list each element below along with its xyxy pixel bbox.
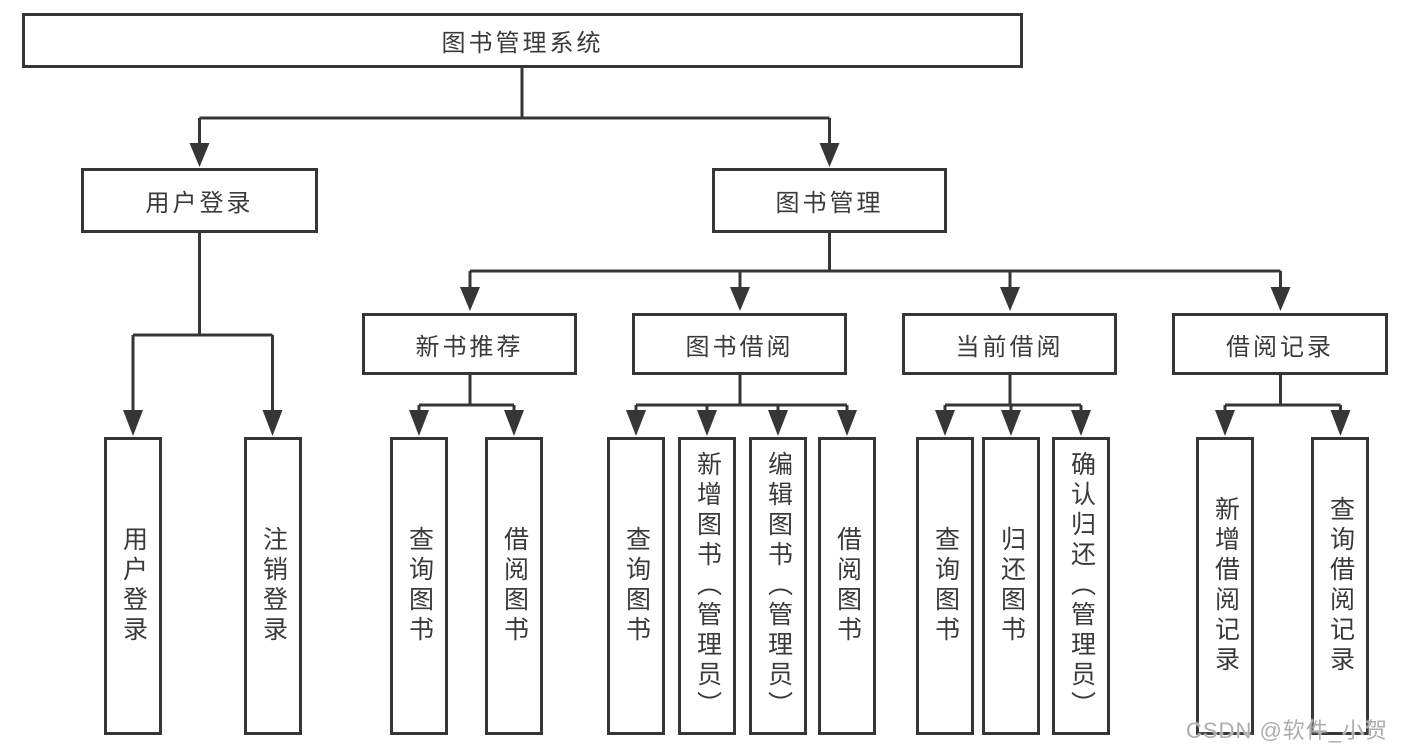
node-borrow-records: 借阅记录 [1172,313,1388,375]
node-current-borrow: 当前借阅 [902,313,1117,375]
leaf-return-book: 归还图书 [982,437,1040,735]
leaf-borrow-books-recommend: 借阅图书 [485,437,543,735]
leaf-add-borrow-record: 新增借阅记录 [1196,437,1254,735]
leaf-query-books-recommend: 查询图书 [390,437,448,735]
connector-recommend-branch [417,375,516,414]
node-new-book-recommend: 新书推荐 [362,313,577,375]
arrowheads-records-branch [1215,410,1351,436]
node-root: 图书管理系统 [22,13,1023,68]
leaf-add-book-admin: 新增图书（管理员） [678,437,736,735]
leaf-query-books-borrow: 查询图书 [607,437,665,735]
leaf-edit-book-admin: 编辑图书（管理员） [749,437,807,735]
leaf-query-borrow-record: 查询借阅记录 [1311,437,1369,735]
arrowheads-current-branch [935,410,1091,436]
leaf-confirm-return-admin: 确认归还（管理员） [1052,437,1110,735]
connector-user-login-branch [131,233,274,414]
connector-book-management-branch [468,233,1282,291]
arrowheads-level2 [189,143,840,167]
connector-root-to-level2 [198,68,831,147]
leaf-borrow-books-borrow: 借阅图书 [818,437,876,735]
connector-records-branch [1223,375,1342,414]
connector-current-branch [943,375,1083,414]
connector-borrow-branch [634,375,849,414]
node-book-borrow: 图书借阅 [632,313,847,375]
leaf-logout: 注销登录 [244,437,302,735]
arrowheads-borrow-branch [626,410,857,436]
arrowheads-user-login-branch [123,410,283,436]
node-book-management: 图书管理 [712,168,947,233]
leaf-query-books-current: 查询图书 [916,437,974,735]
leaf-user-login: 用户登录 [104,437,162,735]
csdn-watermark: CSDN @软件_小贺同学 [1186,718,1389,743]
arrowheads-recommend-branch [409,410,524,436]
node-user-login: 用户登录 [81,168,318,233]
arrowheads-level3 [460,287,1291,311]
